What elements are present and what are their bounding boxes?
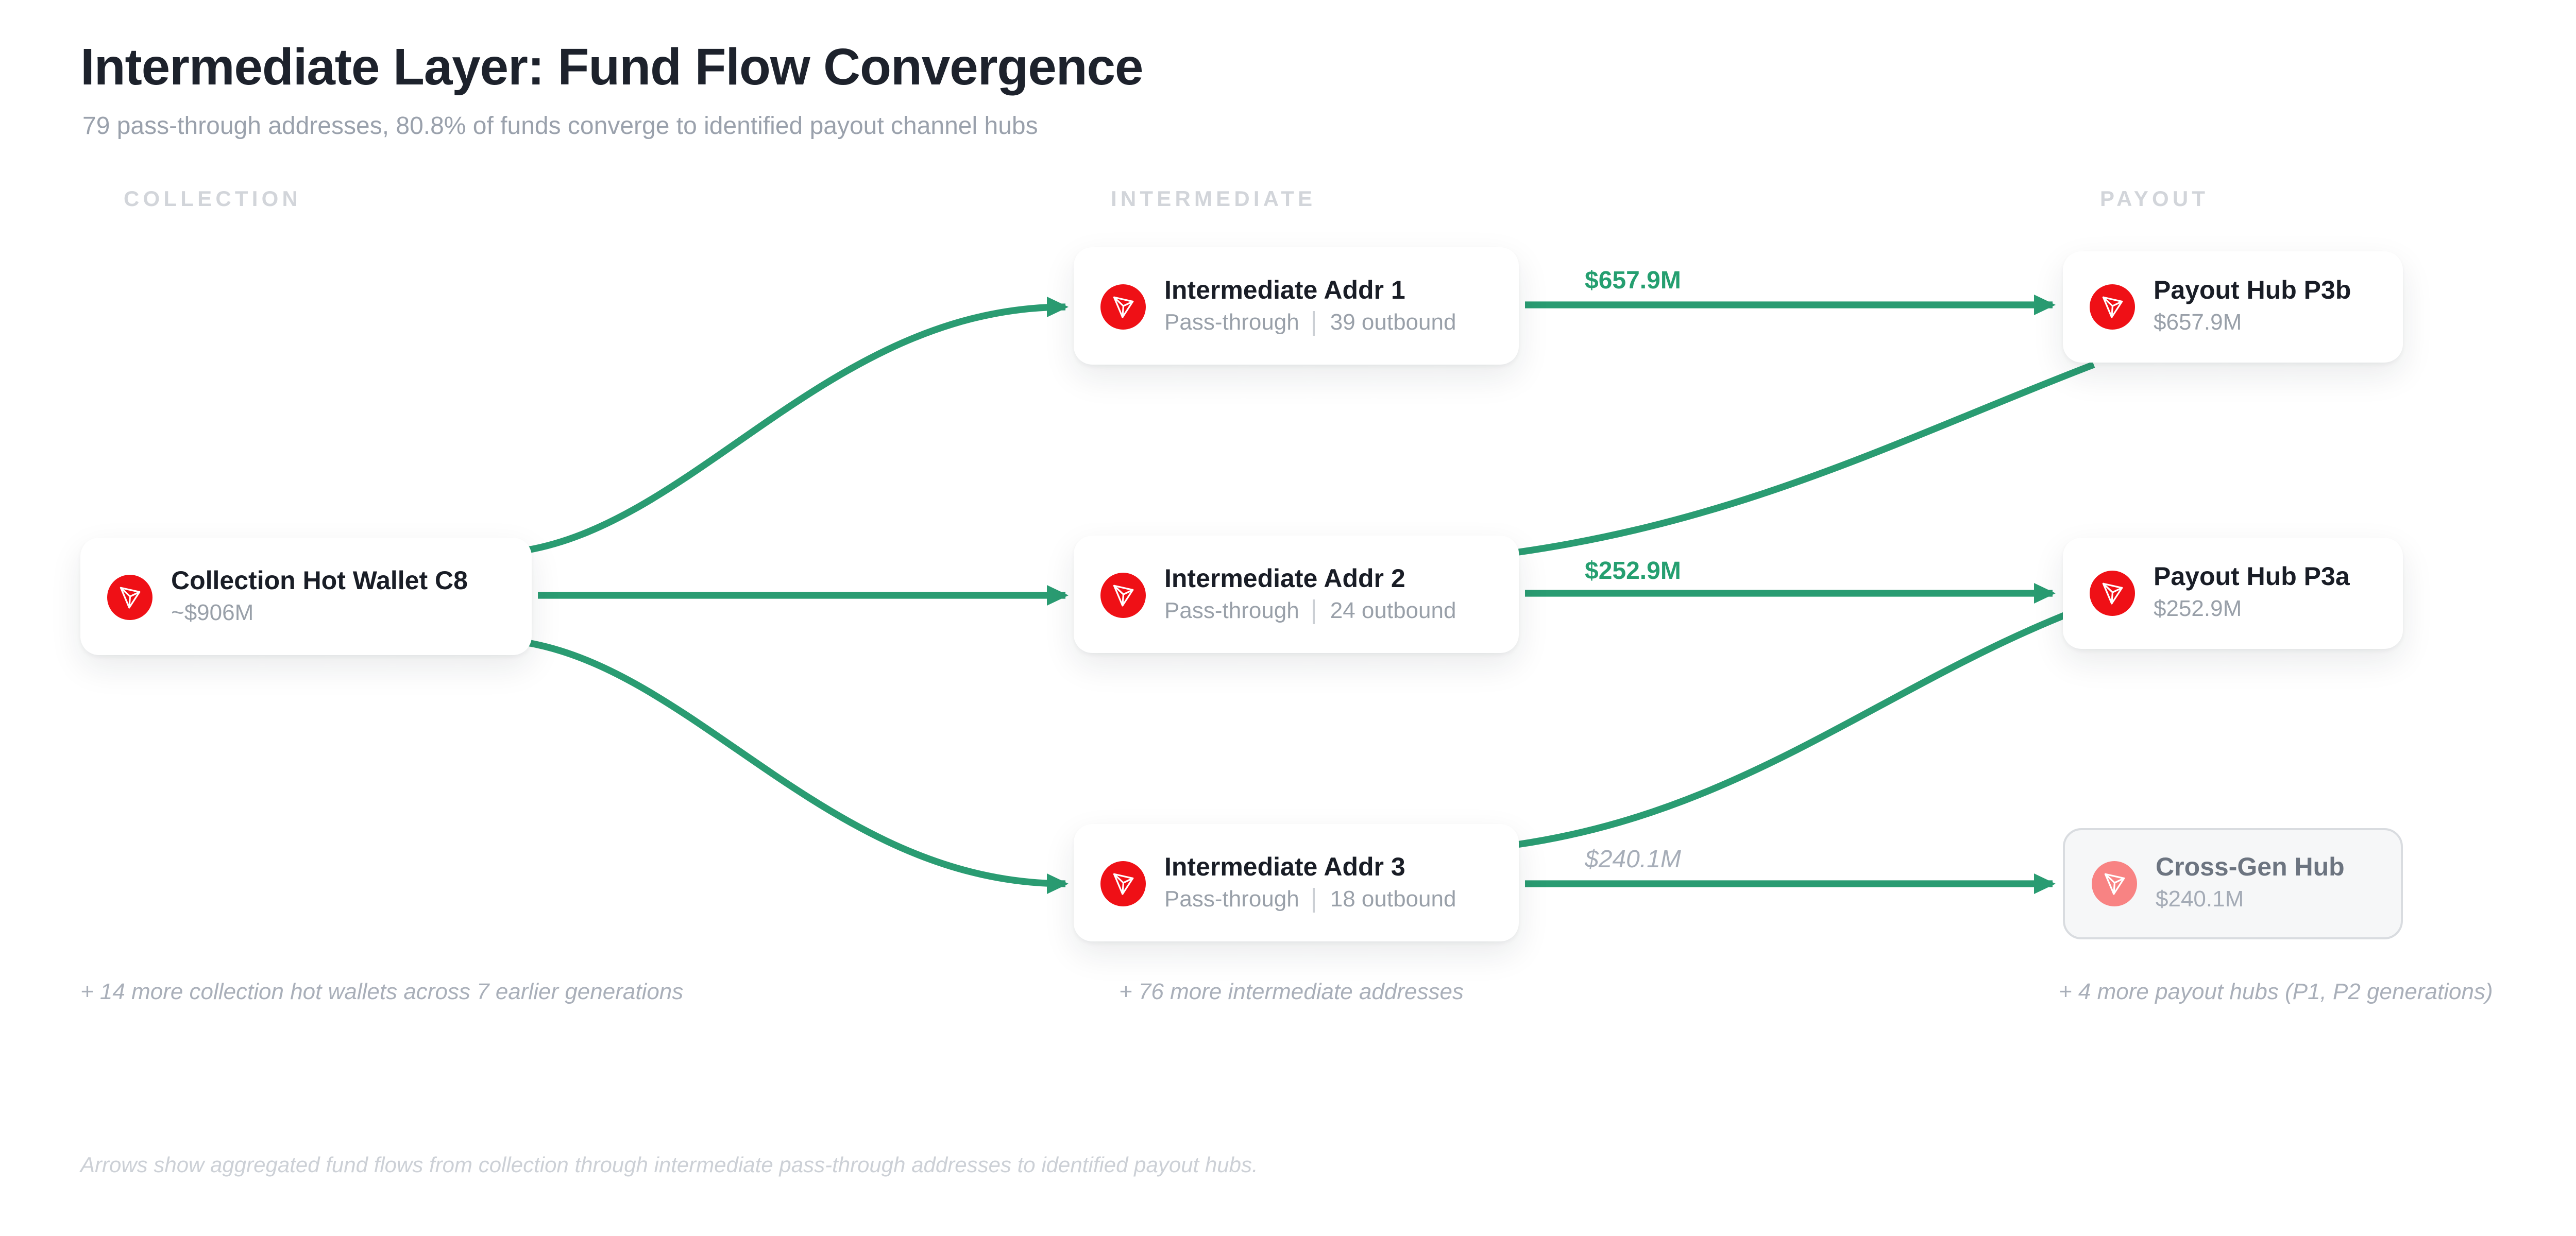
- node-title: Intermediate Addr 3: [1164, 852, 1405, 881]
- column-header-payout: PAYOUT: [2100, 187, 2209, 212]
- tron-icon: [1100, 283, 1146, 329]
- node-intermediate-addr-3[interactable]: Intermediate Addr 3 Pass-through 18 outb…: [1074, 824, 1519, 941]
- node-amount: $657.9M: [2154, 311, 2242, 336]
- node-intermediate-addr-2[interactable]: Intermediate Addr 2 Pass-through 24 outb…: [1074, 536, 1519, 653]
- node-title: Collection Hot Wallet C8: [171, 565, 468, 594]
- node-title: Payout Hub P3a: [2154, 562, 2350, 591]
- node-amount: $240.1M: [2156, 888, 2244, 913]
- node-outbound-count: 18 outbound: [1330, 887, 1456, 912]
- node-subtitle: Pass-through 24 outbound: [1164, 598, 1456, 625]
- tron-icon: [2090, 284, 2135, 330]
- flow-amount-label-657-9m: $657.9M: [1585, 266, 1681, 295]
- flow-edge-c8-i3: [527, 639, 1069, 894]
- node-title: Payout Hub P3b: [2154, 276, 2351, 305]
- node-payout-hub-p3a[interactable]: Payout Hub P3a $252.9M: [2063, 538, 2403, 649]
- node-title: Cross-Gen Hub: [2156, 853, 2345, 882]
- footnote-intermediate: + 76 more intermediate addresses: [1119, 981, 1464, 1005]
- node-subtitle: Pass-through 39 outbound: [1164, 310, 1456, 337]
- node-cross-gen-hub[interactable]: Cross-Gen Hub $240.1M: [2063, 828, 2403, 939]
- subtitle-divider: [1313, 599, 1316, 624]
- node-collection-hot-wallet-c8[interactable]: Collection Hot Wallet C8 ~$906M: [80, 538, 532, 655]
- subtitle-divider: [1313, 311, 1316, 336]
- node-type: Pass-through: [1164, 598, 1299, 623]
- node-payout-hub-p3b[interactable]: Payout Hub P3b $657.9M: [2063, 251, 2403, 363]
- node-type: Pass-through: [1164, 887, 1299, 912]
- node-outbound-count: 24 outbound: [1330, 598, 1456, 623]
- node-amount: $252.9M: [2154, 597, 2242, 622]
- node-title: Intermediate Addr 2: [1164, 563, 1405, 592]
- node-type: Pass-through: [1164, 310, 1299, 335]
- page-subtitle: 79 pass-through addresses, 80.8% of fund…: [82, 111, 1038, 140]
- column-header-collection: COLLECTION: [124, 187, 301, 212]
- column-header-intermediate: INTERMEDIATE: [1111, 187, 1316, 212]
- node-intermediate-addr-1[interactable]: Intermediate Addr 1 Pass-through 39 outb…: [1074, 247, 1519, 365]
- flow-edge-i2-p3b: [1518, 361, 2095, 556]
- node-outbound-count: 39 outbound: [1330, 310, 1456, 335]
- flow-amount-label-252-9m: $252.9M: [1585, 556, 1681, 585]
- tron-icon: [2090, 571, 2135, 616]
- diagram-caption: Arrows show aggregated fund flows from c…: [80, 1154, 1258, 1178]
- footnote-collection: + 14 more collection hot wallets across …: [80, 981, 684, 1005]
- footnote-payout: + 4 more payout hubs (P1, P2 generations…: [2059, 981, 2493, 1005]
- tron-icon: [2092, 861, 2137, 906]
- node-amount: ~$906M: [171, 600, 254, 625]
- flow-amount-label-240-1m: $240.1M: [1585, 845, 1681, 873]
- page-title: Intermediate Layer: Fund Flow Convergenc…: [80, 39, 1144, 97]
- node-title: Intermediate Addr 1: [1164, 275, 1405, 304]
- subtitle-divider: [1313, 888, 1316, 913]
- tron-icon: [1100, 572, 1146, 617]
- flow-edge-c8-i1: [527, 297, 1069, 554]
- tron-icon: [107, 574, 152, 619]
- tron-icon: [1100, 860, 1146, 905]
- node-subtitle: Pass-through 18 outbound: [1164, 887, 1456, 914]
- flow-edge-i3-p3a: [1516, 608, 2075, 848]
